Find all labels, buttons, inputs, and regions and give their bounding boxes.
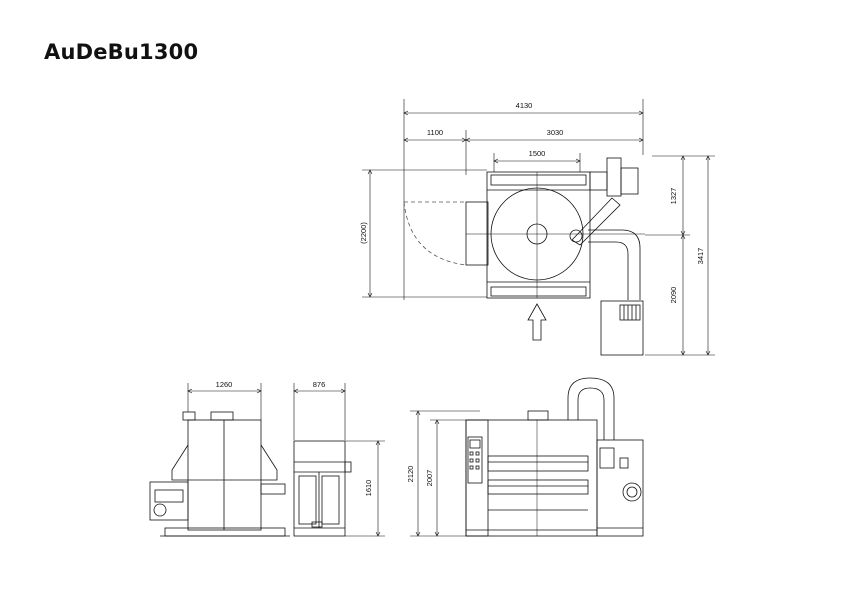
door-swing-arc: [403, 201, 467, 266]
dim-left-clearance: 1100: [427, 128, 443, 137]
dim-right-overall: 3417: [696, 248, 705, 265]
side-view: 1260: [149, 380, 290, 537]
dim-right-lower: 2090: [669, 287, 678, 304]
dim-left-depth: (2200): [359, 222, 368, 244]
dim-front-overall-height: 2120: [406, 466, 415, 483]
dim-drum-width: 1500: [529, 149, 546, 158]
top-view: 4130 1100 3030 1500 (2200) 1327 2090 341…: [359, 99, 715, 356]
top-dimension-lines: [362, 99, 715, 356]
control-panel-buttons: [469, 451, 480, 470]
feed-direction-arrow: [527, 303, 547, 341]
dim-overall-width: 4130: [516, 101, 533, 110]
dim-end-width: 876: [313, 380, 326, 389]
top-blower-duct: [569, 157, 644, 356]
front-view: 2120 2007: [406, 377, 644, 537]
page-title: AuDeBu1300: [44, 40, 199, 64]
dim-machine-width: 3030: [547, 128, 564, 137]
end-view: 876 1610: [293, 380, 385, 537]
top-machine-body: [465, 171, 645, 299]
dim-right-upper: 1327: [669, 188, 678, 205]
dim-end-height: 1610: [364, 480, 373, 497]
dim-front-body-height: 2007: [425, 470, 434, 487]
dim-side-width: 1260: [216, 380, 233, 389]
